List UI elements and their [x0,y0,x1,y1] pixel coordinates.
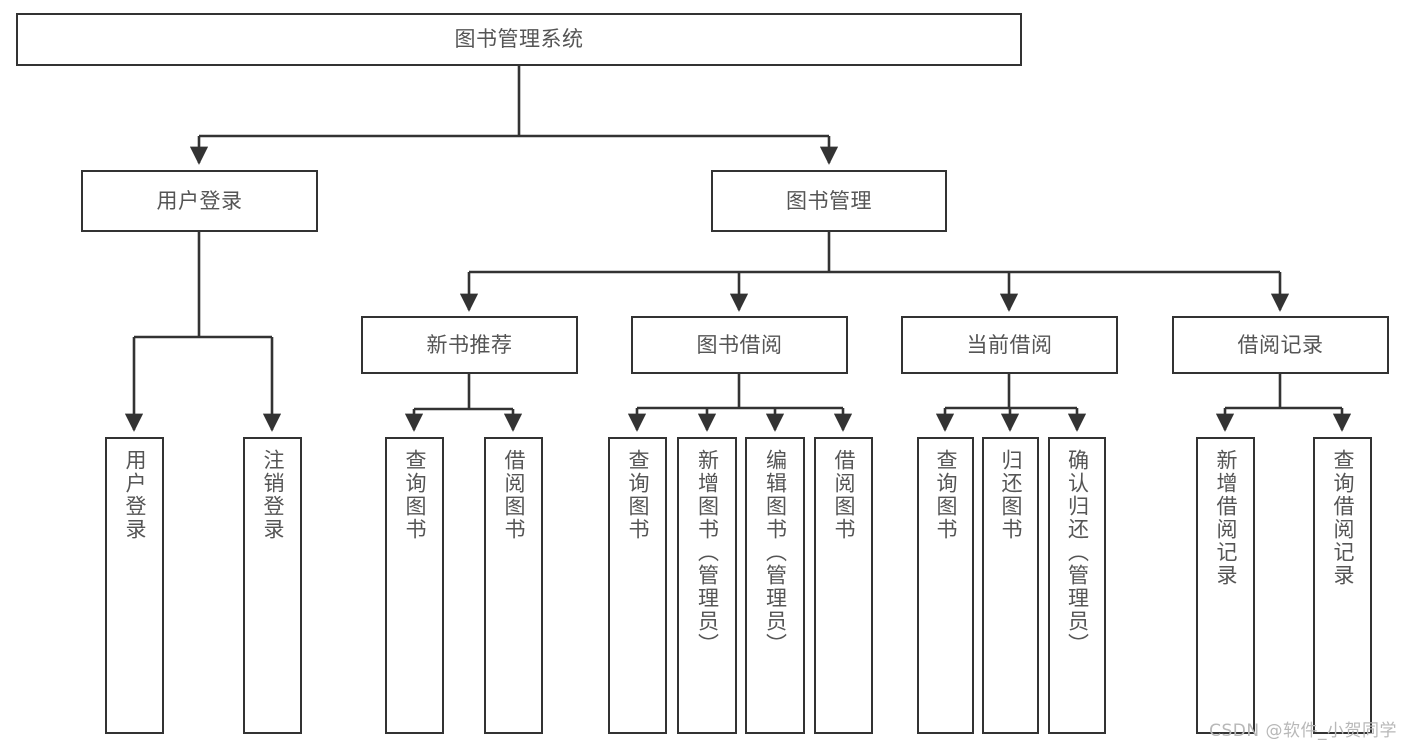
node-root-label: 图书管理系统 [454,27,584,52]
leaf-user-login[interactable]: 用户登录 [105,437,164,734]
leaf-borrow-book-recommend[interactable]: 借阅图书 [484,437,543,734]
leaf-add-borrow-record[interactable]: 新增借阅记录 [1196,437,1255,734]
node-user-login-label: 用户登录 [156,188,243,213]
node-book-management-label: 图书管理 [786,188,872,213]
node-borrow-records-label: 借阅记录 [1237,332,1324,357]
leaf-confirm-return-admin[interactable]: 确认归还（管理员） [1048,437,1106,734]
leaf-edit-book-admin[interactable]: 编辑图书（管理员） [745,437,805,734]
node-current-borrow-label: 当前借阅 [966,332,1053,357]
leaf-confirm-return-admin-label: 确认归还（管理员） [1065,449,1090,656]
leaf-query-book-current[interactable]: 查询图书 [917,437,974,734]
node-root[interactable]: 图书管理系统 [16,13,1022,66]
leaf-query-borrow-record-label: 查询借阅记录 [1331,449,1355,587]
watermark: CSDN @软件_小贺同学 [1209,721,1397,741]
node-book-borrow[interactable]: 图书借阅 [631,316,848,374]
leaf-query-book-borrow[interactable]: 查询图书 [608,437,667,734]
node-new-book-recommend-label: 新书推荐 [426,332,513,357]
leaf-return-book-label: 归还图书 [999,449,1023,541]
leaf-borrow-book-recommend-label: 借阅图书 [502,449,526,541]
leaf-add-book-admin[interactable]: 新增图书（管理员） [677,437,737,734]
leaf-query-book-current-label: 查询图书 [934,449,958,541]
leaf-edit-book-admin-label: 编辑图书（管理员） [763,449,788,656]
leaf-query-book-recommend[interactable]: 查询图书 [385,437,444,734]
leaf-query-borrow-record[interactable]: 查询借阅记录 [1313,437,1372,734]
leaf-logout-label: 注销登录 [261,449,285,541]
leaf-return-book[interactable]: 归还图书 [982,437,1039,734]
node-current-borrow[interactable]: 当前借阅 [901,316,1118,374]
leaf-query-book-recommend-label: 查询图书 [403,449,427,541]
leaf-add-book-admin-label: 新增图书（管理员） [695,449,720,656]
leaf-user-login-label: 用户登录 [123,449,147,541]
leaf-borrow-book[interactable]: 借阅图书 [814,437,873,734]
leaf-logout[interactable]: 注销登录 [243,437,302,734]
leaf-borrow-book-label: 借阅图书 [832,449,856,541]
node-book-borrow-label: 图书借阅 [696,332,783,357]
leaf-add-borrow-record-label: 新增借阅记录 [1214,449,1238,587]
node-new-book-recommend[interactable]: 新书推荐 [361,316,578,374]
node-user-login[interactable]: 用户登录 [81,170,318,232]
leaf-query-book-borrow-label: 查询图书 [626,449,650,541]
node-borrow-records[interactable]: 借阅记录 [1172,316,1389,374]
node-book-management[interactable]: 图书管理 [711,170,947,232]
